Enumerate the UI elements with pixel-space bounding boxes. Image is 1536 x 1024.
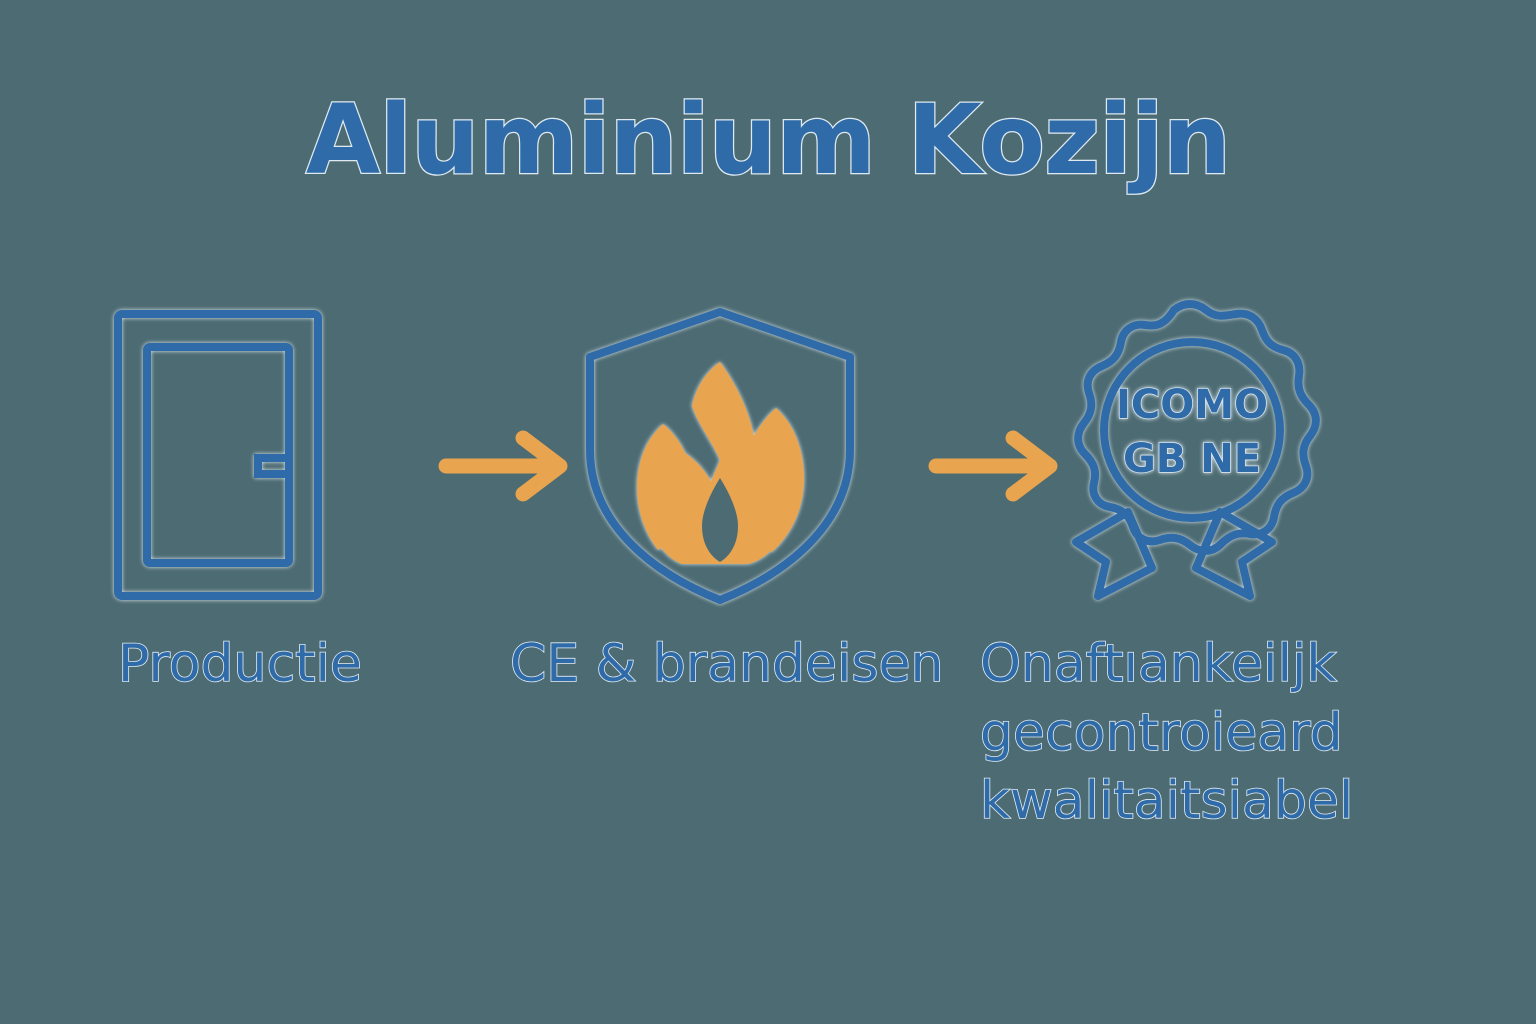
step-production: Productie bbox=[90, 300, 450, 699]
flame-shape bbox=[637, 362, 804, 564]
door-frame-icon bbox=[90, 300, 390, 610]
ribbon-left bbox=[1072, 508, 1156, 600]
step-certification-label: Onaftıankeiljk gecontroieard kwalitaitsi… bbox=[979, 633, 1354, 832]
arrow-right-icon-1 bbox=[438, 428, 578, 504]
badge-text-line1: ICOMO bbox=[1116, 382, 1268, 428]
step-ce-fire: CE & brandeisen bbox=[509, 300, 944, 699]
arrow-right-icon-2 bbox=[928, 428, 1068, 504]
step-ce-fire-label: CE & brandeisen bbox=[509, 633, 944, 695]
ribbon-right bbox=[1192, 508, 1276, 600]
certification-badge-icon: ICOMO GB NE bbox=[1040, 300, 1340, 610]
step-certification: ICOMO GB NE Onaftıankeiljk gecontroieard… bbox=[979, 300, 1400, 836]
step-production-label: Productie bbox=[117, 633, 362, 695]
badge-text-line2: GB NE bbox=[1123, 436, 1261, 482]
badge-inner-circle bbox=[1100, 338, 1284, 522]
fire-shield-icon bbox=[570, 300, 870, 610]
page-title: Aluminium Kozijn bbox=[305, 84, 1233, 196]
rosette-outline bbox=[1074, 300, 1320, 555]
